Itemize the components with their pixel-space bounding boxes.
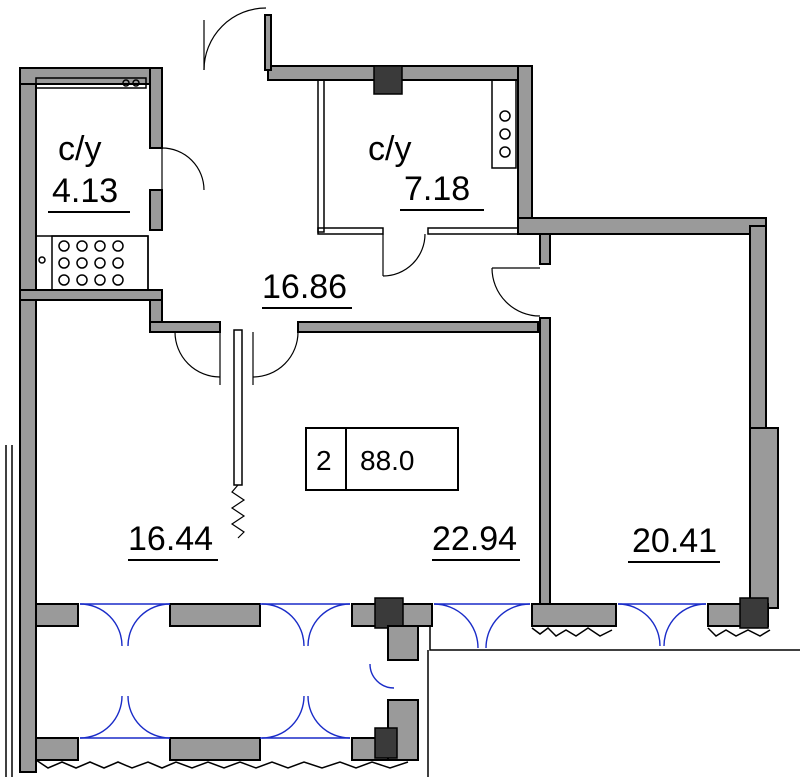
hall-area: 16.86 bbox=[262, 268, 347, 306]
windows bbox=[79, 603, 707, 739]
apartment-area: 88.0 bbox=[360, 445, 415, 476]
bath-large-area: 7.18 bbox=[404, 170, 470, 208]
bath-small-area: 4.13 bbox=[52, 172, 118, 210]
apartment-rooms: 2 bbox=[316, 445, 332, 476]
living-area: 22.94 bbox=[432, 520, 517, 558]
bath-large-label: с/у bbox=[368, 130, 411, 168]
doors bbox=[161, 7, 541, 539]
balcony bbox=[5, 445, 800, 777]
kitchen-area: 16.44 bbox=[128, 520, 213, 558]
fixtures bbox=[35, 65, 517, 291]
bath-small-label: с/у bbox=[58, 130, 101, 168]
walls bbox=[19, 14, 779, 773]
apartment-info-box: 2 88.0 bbox=[305, 427, 459, 491]
bedroom-area: 20.41 bbox=[632, 522, 717, 560]
